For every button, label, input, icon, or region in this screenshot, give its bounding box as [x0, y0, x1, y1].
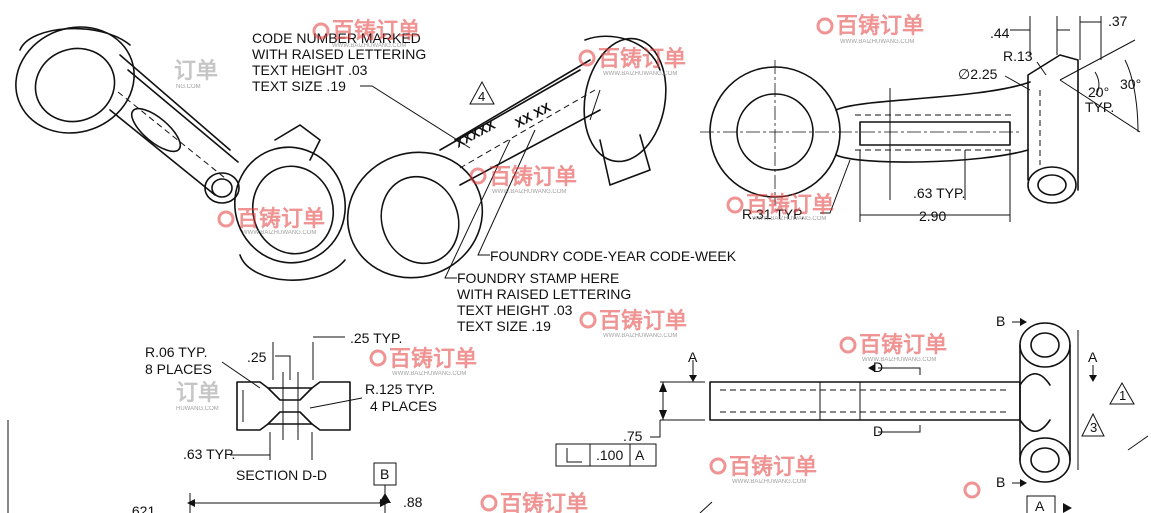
watermark-10: 百铸订单 WWW.BAIZHUWANG.COM — [709, 454, 817, 485]
side-view-datums: A .75 D D B B A — [623, 313, 1098, 490]
top-view-dimensions: .44 .37 R.13 ∅2.25 20° 30° TYP. .63 TYP.… — [742, 13, 1141, 224]
svg-text:WWW.BAIZHUWANG.COM: WWW.BAIZHUWANG.COM — [862, 357, 936, 363]
svg-text:D: D — [873, 359, 883, 375]
svg-text:B: B — [996, 313, 1005, 329]
iso-stamp-mark: XXXXX — [452, 117, 498, 151]
svg-text:.88: .88 — [403, 494, 423, 510]
watermark-partial-2: 订单 HUWANG.COM — [176, 381, 220, 412]
svg-text:.25: .25 — [247, 349, 267, 365]
datum-a-box: A — [1026, 495, 1072, 513]
svg-text:R.125 TYP.: R.125 TYP. — [365, 381, 435, 397]
svg-text:A: A — [688, 349, 698, 365]
svg-text:百铸订单: 百铸订单 — [598, 46, 686, 72]
watermark-12 — [963, 481, 981, 499]
flag-3: 3 — [1081, 412, 1105, 437]
svg-text:WITH RAISED LETTERING: WITH RAISED LETTERING — [457, 286, 631, 302]
svg-text:4 PLACES: 4 PLACES — [370, 398, 437, 414]
svg-text:20°: 20° — [1088, 84, 1109, 100]
svg-text:WWW.BAIZHUWANG.COM: WWW.BAIZHUWANG.COM — [603, 71, 677, 77]
svg-text:百铸订单: 百铸订单 — [389, 346, 477, 372]
svg-text:A: A — [1035, 498, 1045, 513]
svg-text:WWW.BAIZHUWANG.COM: WWW.BAIZHUWANG.COM — [840, 39, 914, 45]
svg-text:TEXT SIZE .19: TEXT SIZE .19 — [252, 78, 346, 94]
watermark-8: 百铸订单 WWW.BAIZHUWANG.COM — [839, 332, 947, 363]
svg-text:WITH RAISED LETTERING: WITH RAISED LETTERING — [252, 46, 426, 62]
svg-text:.75: .75 — [623, 428, 643, 444]
svg-text:1: 1 — [1119, 388, 1126, 403]
svg-text:D: D — [873, 423, 883, 439]
svg-text:.63 TYP.: .63 TYP. — [183, 446, 235, 462]
svg-text:R.06 TYP.: R.06 TYP. — [145, 344, 208, 360]
bottom-dimensions: .88 .621 — [128, 435, 1149, 513]
svg-text:.621: .621 — [128, 503, 155, 513]
svg-text:FOUNDRY CODE-YEAR CODE-WEEK: FOUNDRY CODE-YEAR CODE-WEEK — [490, 248, 737, 264]
svg-text:R.13: R.13 — [1003, 48, 1033, 64]
svg-text:百铸订单: 百铸订单 — [489, 164, 577, 190]
svg-text:百铸订单: 百铸订单 — [332, 18, 420, 44]
svg-text:B: B — [996, 474, 1005, 490]
code-number-note: CODE NUMBER MARKED WITH RAISED LETTERING… — [252, 30, 471, 149]
svg-text:百铸订单: 百铸订单 — [729, 454, 817, 480]
watermark-6: 百铸订单 WWW.BAIZHUWANG.COM — [726, 192, 834, 222]
svg-text:CODE NUMBER MARKED: CODE NUMBER MARKED — [252, 30, 421, 46]
svg-text:3: 3 — [1090, 420, 1097, 435]
watermark-9: 百铸订单 WWW.BAIZHUWANG.COM — [369, 346, 477, 377]
svg-text:FOUNDRY STAMP HERE: FOUNDRY STAMP HERE — [457, 270, 619, 286]
svg-text:TEXT SIZE .19: TEXT SIZE .19 — [457, 318, 551, 334]
top-view — [700, 54, 1079, 205]
svg-text:WWW.BAIZHUWANG.COM: WWW.BAIZHUWANG.COM — [332, 43, 406, 49]
svg-text:百铸订单: 百铸订单 — [599, 308, 687, 334]
side-view — [660, 322, 1071, 483]
svg-text:∅2.25: ∅2.25 — [958, 66, 998, 82]
svg-text:WWW.BAIZHUWANG.COM: WWW.BAIZHUWANG.COM — [242, 230, 316, 236]
svg-text:8 PLACES: 8 PLACES — [145, 361, 212, 377]
svg-text:2.90: 2.90 — [919, 208, 946, 224]
svg-text:B: B — [380, 466, 389, 482]
svg-text:.37: .37 — [1108, 13, 1128, 29]
svg-text:百铸订单: 百铸订单 — [746, 192, 834, 218]
watermark-11: 百铸订单 — [480, 491, 588, 513]
svg-text:A: A — [635, 447, 645, 463]
svg-text:WWW.BAIZHUWANG.COM: WWW.BAIZHUWANG.COM — [752, 216, 826, 222]
watermark-5: 百铸订单 WWW.BAIZHUWANG.COM — [469, 164, 577, 195]
svg-text:百铸订单: 百铸订单 — [500, 491, 588, 513]
svg-text:WWW.BAIZHUWANG.COM: WWW.BAIZHUWANG.COM — [603, 333, 677, 339]
watermark-1: 百铸订单 WWW.BAIZHUWANG.COM — [312, 18, 420, 49]
watermark-2: 百铸订单 WWW.BAIZHUWANG.COM — [578, 46, 686, 77]
watermark-partial-1: 订单 NG.COM — [174, 59, 218, 90]
svg-text:4: 4 — [478, 89, 485, 104]
svg-text:订单: 订单 — [176, 381, 220, 406]
svg-text:HUWANG.COM: HUWANG.COM — [176, 406, 219, 412]
svg-text:百铸订单: 百铸订单 — [859, 332, 947, 358]
section-d-d: .25 .25 TYP. R.06 TYP. 8 PLACES R.125 TY… — [145, 330, 437, 483]
svg-text:TEXT HEIGHT .03: TEXT HEIGHT .03 — [457, 302, 573, 318]
svg-text:.100: .100 — [596, 447, 623, 463]
watermark-3: 百铸订单 WWW.BAIZHUWANG.COM — [816, 13, 924, 45]
foundry-stamp-note: FOUNDRY STAMP HERE WITH RAISED LETTERING… — [444, 139, 631, 334]
svg-text:WWW.BAIZHUWANG.COM: WWW.BAIZHUWANG.COM — [732, 479, 806, 485]
svg-text:.25 TYP.: .25 TYP. — [350, 330, 402, 346]
svg-text:30°: 30° — [1120, 76, 1141, 92]
svg-text:百铸订单: 百铸订单 — [237, 206, 325, 232]
svg-text:R.31 TYP.: R.31 TYP. — [742, 206, 805, 222]
svg-text:SECTION D-D: SECTION D-D — [236, 467, 327, 483]
svg-text:TYP.: TYP. — [1085, 99, 1114, 115]
watermark-7: 百铸订单 WWW.BAIZHUWANG.COM — [579, 308, 687, 339]
svg-text:订单: 订单 — [174, 59, 218, 84]
tolerance-frame: .100 A — [555, 443, 657, 467]
foundry-code-note: FOUNDRY CODE-YEAR CODE-WEEK — [477, 129, 737, 264]
svg-text:WWW.BAIZHUWANG.COM: WWW.BAIZHUWANG.COM — [492, 189, 566, 195]
watermark-4: 百铸订单 WWW.BAIZHUWANG.COM — [217, 206, 325, 236]
svg-text:百铸订单: 百铸订单 — [836, 13, 924, 39]
svg-text:NG.COM: NG.COM — [176, 84, 201, 90]
svg-text:.63 TYP.: .63 TYP. — [913, 185, 965, 201]
svg-text:.44: .44 — [990, 25, 1010, 41]
svg-text:TEXT HEIGHT .03: TEXT HEIGHT .03 — [252, 62, 368, 78]
svg-text:WWW.BAIZHUWANG.COM: WWW.BAIZHUWANG.COM — [392, 371, 466, 377]
svg-text:A: A — [1088, 349, 1098, 365]
flag-1: 1 — [1109, 381, 1135, 405]
isometric-view-left — [15, 26, 347, 281]
flag-4: 4 — [469, 80, 495, 105]
